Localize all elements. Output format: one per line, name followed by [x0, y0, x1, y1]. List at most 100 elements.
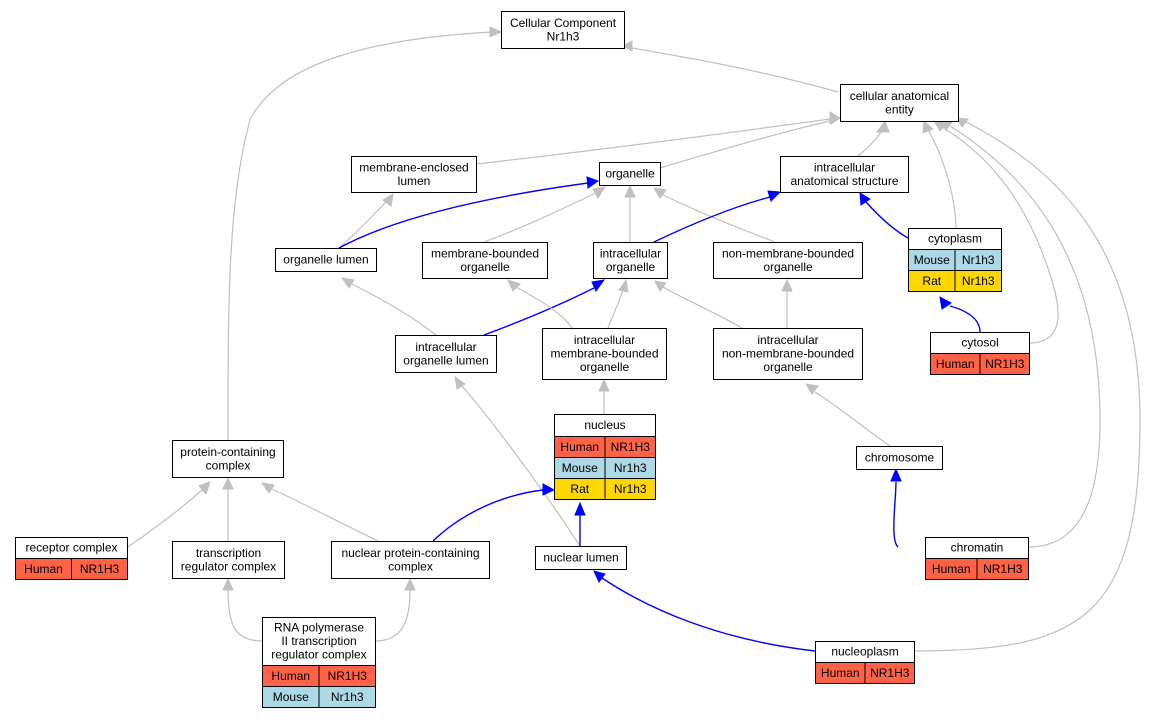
node-label-line: nucleus: [584, 418, 625, 432]
inferred-edge: [461, 385, 581, 547]
node-box: [422, 242, 548, 279]
gene-symbol-cell: NR1H3: [80, 562, 120, 576]
arrowhead-icon: [507, 279, 521, 292]
inferred-edge: [351, 283, 437, 336]
node-label-line: cellular anatomical: [850, 89, 949, 103]
arrowhead-icon: [618, 278, 629, 293]
inferred-edge: [814, 391, 891, 447]
arrowhead-icon: [653, 187, 667, 199]
node-label-line: membrane-bounded: [431, 246, 539, 260]
gene-symbol-cell-bg: [864, 662, 915, 684]
species-name-cell: Human: [271, 669, 310, 683]
node-label-line: organelle: [763, 260, 813, 274]
arrowhead-icon: [939, 296, 952, 310]
node-label-line: non-membrane-bounded: [722, 246, 854, 260]
node-label-line: II transcription: [281, 634, 356, 648]
arrowhead-icon: [922, 119, 934, 134]
arrowhead-icon: [340, 277, 355, 289]
arrowhead-icon: [222, 577, 234, 591]
go-term-node-organelle[interactable]: organelle: [599, 162, 661, 186]
node-box: [275, 248, 377, 272]
node-box: [713, 242, 863, 279]
species-name-cell: Mouse: [914, 253, 950, 267]
arrowhead-icon: [222, 476, 234, 490]
annotated-edge: [432, 489, 544, 542]
inferred-edge: [662, 194, 776, 243]
gene-symbol-cell: Nr1h3: [614, 461, 647, 475]
go-term-node-inmbo[interactable]: intracellularnon-membrane-boundedorganel…: [713, 328, 863, 380]
node-label-line: organelle: [606, 260, 656, 274]
gene-symbol-cell: Nr1h3: [962, 274, 995, 288]
arrowhead-icon: [624, 184, 636, 198]
node-label-line: transcription: [196, 546, 261, 560]
node-label-line: intracellular: [757, 333, 818, 347]
gene-symbol-cell: NR1H3: [983, 562, 1023, 576]
node-box: [172, 440, 284, 478]
gene-symbol-cell: NR1H3: [611, 440, 651, 454]
inferred-edge: [631, 47, 839, 93]
inferred-edge: [127, 489, 203, 548]
species-name-cell: Human: [821, 666, 860, 680]
inferred-edge: [227, 589, 263, 642]
node-label-line: chromosome: [865, 451, 935, 465]
node-label-line: intracellular: [600, 246, 661, 260]
gene-symbol-cell-bg: [71, 558, 128, 580]
node-label-line: nuclear protein-containing: [341, 546, 479, 560]
node-box: [599, 162, 661, 186]
go-term-node-chromosome[interactable]: chromosome: [856, 446, 943, 470]
go-term-node-nlumen[interactable]: nuclear lumen: [535, 546, 627, 570]
node-box: [840, 84, 959, 122]
gene-symbol-cell: NR1H3: [985, 357, 1025, 371]
annotated-edge: [949, 305, 981, 333]
node-label-line: regulator complex: [181, 559, 276, 573]
edges: [127, 26, 1141, 652]
species-name-cell: Rat: [922, 274, 941, 288]
gene-symbol-cell-bg: [976, 558, 1029, 580]
arrowhead-icon: [574, 501, 586, 516]
arrowhead-icon: [198, 481, 211, 495]
species-name-cell: Human: [24, 562, 63, 576]
node-label-line: organelle: [460, 260, 510, 274]
arrowhead-icon: [591, 279, 606, 292]
node-box: [856, 446, 943, 470]
node-box: [331, 541, 490, 579]
gene-symbol-cell: Nr1h3: [962, 253, 995, 267]
annotated-edge: [653, 196, 771, 243]
species-name-cell: Rat: [570, 482, 589, 496]
arrowhead-icon: [956, 117, 969, 128]
inferred-edge: [483, 192, 597, 243]
node-label-line: organelle: [580, 360, 630, 374]
node-label-line: entity: [885, 102, 914, 116]
node-label-line: anatomical structure: [790, 174, 898, 188]
annotated-edge: [893, 481, 899, 548]
node-label-line: Nr1h3: [547, 29, 580, 43]
node-label-line: complex: [206, 458, 251, 472]
go-term-node-orglumen[interactable]: organelle lumen: [275, 248, 377, 272]
inferred-edge: [857, 129, 883, 157]
node-label-line: receptor complex: [25, 541, 117, 555]
inferred-edge: [941, 126, 1059, 344]
node-label-line: non-membrane-bounded: [722, 347, 854, 361]
node-label-line: RNA polymerase: [274, 621, 364, 635]
